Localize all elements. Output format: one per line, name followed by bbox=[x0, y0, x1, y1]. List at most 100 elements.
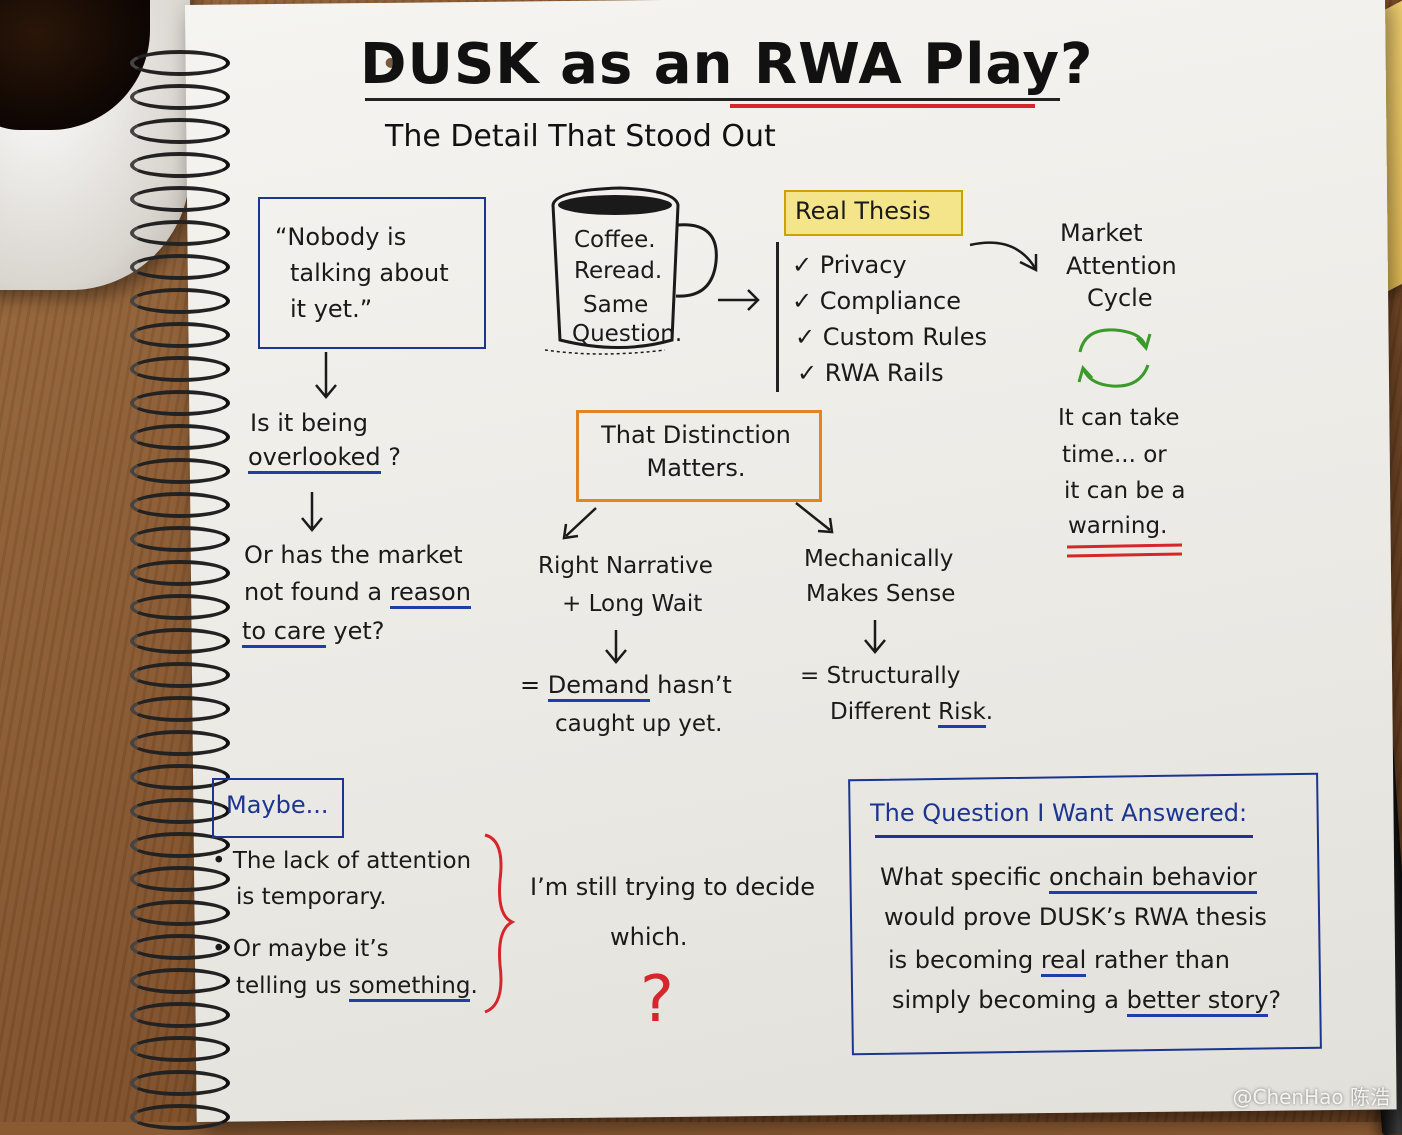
arrow-overlooked-down bbox=[301, 492, 323, 532]
market-note-warning: warning. bbox=[1068, 513, 1168, 539]
thesis-item-compliance: ✓ Compliance bbox=[792, 287, 962, 315]
thesis-label: Real Thesis bbox=[795, 197, 931, 225]
question-l4-a: simply becoming a bbox=[892, 986, 1119, 1014]
arrow-thesis-to-market bbox=[969, 241, 1038, 273]
spiral-ring bbox=[130, 288, 230, 314]
spiral-ring bbox=[130, 628, 230, 654]
warning-underline bbox=[1066, 543, 1183, 558]
real-word: real bbox=[1040, 946, 1087, 977]
question-l3-a: is becoming bbox=[888, 946, 1034, 974]
right-result-different: Different bbox=[830, 699, 931, 725]
market-line-1: Market bbox=[1060, 219, 1143, 247]
maybe-bullet-2-b: telling us bbox=[236, 973, 342, 999]
spiral-ring bbox=[130, 866, 230, 892]
question-l3-c: rather than bbox=[1093, 946, 1230, 974]
decide-line-1: I’m still trying to decide bbox=[530, 873, 816, 901]
distinction-box bbox=[576, 410, 822, 502]
overlooked-word: overlooked bbox=[248, 443, 381, 474]
spiral-ring bbox=[130, 934, 230, 960]
page-subtitle: The Detail That Stood Out bbox=[385, 119, 776, 154]
spiral-ring bbox=[130, 322, 230, 348]
left-result-eq: = bbox=[520, 671, 541, 699]
spiral-ring bbox=[130, 1002, 230, 1028]
spiral-ring bbox=[130, 424, 230, 450]
quote-line-3: it yet.” bbox=[290, 295, 373, 323]
onchain-behavior-words: onchain behavior bbox=[1049, 863, 1257, 894]
spiral-binding bbox=[130, 50, 230, 1130]
distinction-line-1: That Distinction bbox=[601, 421, 791, 449]
mug-line-2: Reread. bbox=[574, 258, 663, 284]
overlooked-q2-b: not found a bbox=[244, 578, 383, 606]
quote-box bbox=[258, 197, 486, 349]
spiral-ring bbox=[130, 594, 230, 620]
reason-word: reason bbox=[389, 578, 471, 609]
spiral-ring bbox=[130, 186, 230, 212]
spiral-ring bbox=[130, 662, 230, 688]
spiral-ring bbox=[130, 220, 230, 246]
spiral-ring bbox=[130, 832, 230, 858]
spiral-ring bbox=[130, 458, 230, 484]
spiral-ring bbox=[130, 696, 230, 722]
overlooked-q1-a: Is it being bbox=[250, 409, 369, 437]
decide-line-2: which. bbox=[610, 923, 688, 951]
maybe-bullet-2-d: . bbox=[470, 973, 478, 999]
to-care-words: to care bbox=[242, 617, 326, 648]
right-branch-line-1: Mechanically bbox=[804, 546, 954, 572]
distinction-line-2: Matters. bbox=[646, 454, 746, 482]
left-branch-line-2: + Long Wait bbox=[562, 591, 703, 617]
maybe-box bbox=[212, 778, 344, 838]
mug-line-3: Same bbox=[583, 292, 649, 318]
watermark: @ChenHao 陈浩 bbox=[1232, 1085, 1390, 1109]
thesis-item-rwa-rails: ✓ RWA Rails bbox=[797, 359, 944, 387]
question-heading-underline bbox=[875, 835, 1253, 838]
cycle-icon bbox=[1077, 328, 1152, 388]
better-story-words: better story bbox=[1126, 986, 1269, 1017]
question-l4-c: ? bbox=[1268, 986, 1282, 1014]
quote-line-2: talking about bbox=[290, 259, 449, 287]
arrow-branch-left bbox=[562, 507, 597, 540]
market-line-3: Cycle bbox=[1087, 284, 1153, 312]
right-result-period: . bbox=[985, 699, 994, 725]
spiral-ring bbox=[130, 798, 230, 824]
arrow-left-down bbox=[605, 630, 627, 664]
maybe-bullet-1-b: is temporary. bbox=[236, 884, 387, 910]
spiral-ring bbox=[130, 390, 230, 416]
spiral-ring bbox=[130, 152, 230, 178]
spiral-ring bbox=[130, 84, 230, 110]
left-branch-line-1: Right Narrative bbox=[538, 553, 713, 579]
spiral-ring bbox=[130, 356, 230, 382]
page-title: DUSK as an RWA Play? bbox=[360, 32, 1094, 97]
spiral-ring bbox=[130, 1070, 230, 1096]
left-result-line-2: caught up yet. bbox=[555, 711, 723, 737]
spiral-ring bbox=[130, 968, 230, 994]
mug-line-4: Question. bbox=[572, 321, 683, 347]
mug-shadow bbox=[544, 349, 666, 355]
demand-word: Demand bbox=[547, 671, 650, 702]
mug-coffee-sketch bbox=[558, 195, 672, 215]
spiral-ring bbox=[130, 492, 230, 518]
thesis-bracket bbox=[776, 242, 779, 392]
maybe-bullet-1-a: • The lack of attention bbox=[212, 848, 472, 874]
spiral-ring bbox=[130, 118, 230, 144]
arrow-branch-right bbox=[795, 502, 834, 534]
right-result-line-1: = Structurally bbox=[800, 663, 961, 689]
thesis-item-custom-rules: ✓ Custom Rules bbox=[795, 323, 988, 351]
thesis-highlight bbox=[784, 190, 963, 236]
overlooked-q2-e: yet? bbox=[333, 617, 385, 645]
left-result-rest: hasn’t bbox=[657, 671, 732, 699]
market-note-1: It can take bbox=[1058, 405, 1180, 431]
spiral-ring bbox=[130, 764, 230, 790]
mug-handle-sketch bbox=[675, 223, 718, 298]
maybe-label: Maybe... bbox=[226, 791, 329, 819]
spiral-ring bbox=[130, 526, 230, 552]
overlooked-qmark: ? bbox=[388, 443, 401, 471]
risk-word: Risk bbox=[938, 699, 986, 728]
mug-line-1: Coffee. bbox=[574, 227, 656, 253]
title-red-underline bbox=[730, 104, 1035, 108]
spiral-ring bbox=[130, 560, 230, 586]
something-word: something bbox=[348, 973, 471, 1002]
spiral-ring bbox=[130, 730, 230, 756]
thesis-item-privacy: ✓ Privacy bbox=[792, 251, 907, 279]
red-brace bbox=[484, 833, 516, 1014]
